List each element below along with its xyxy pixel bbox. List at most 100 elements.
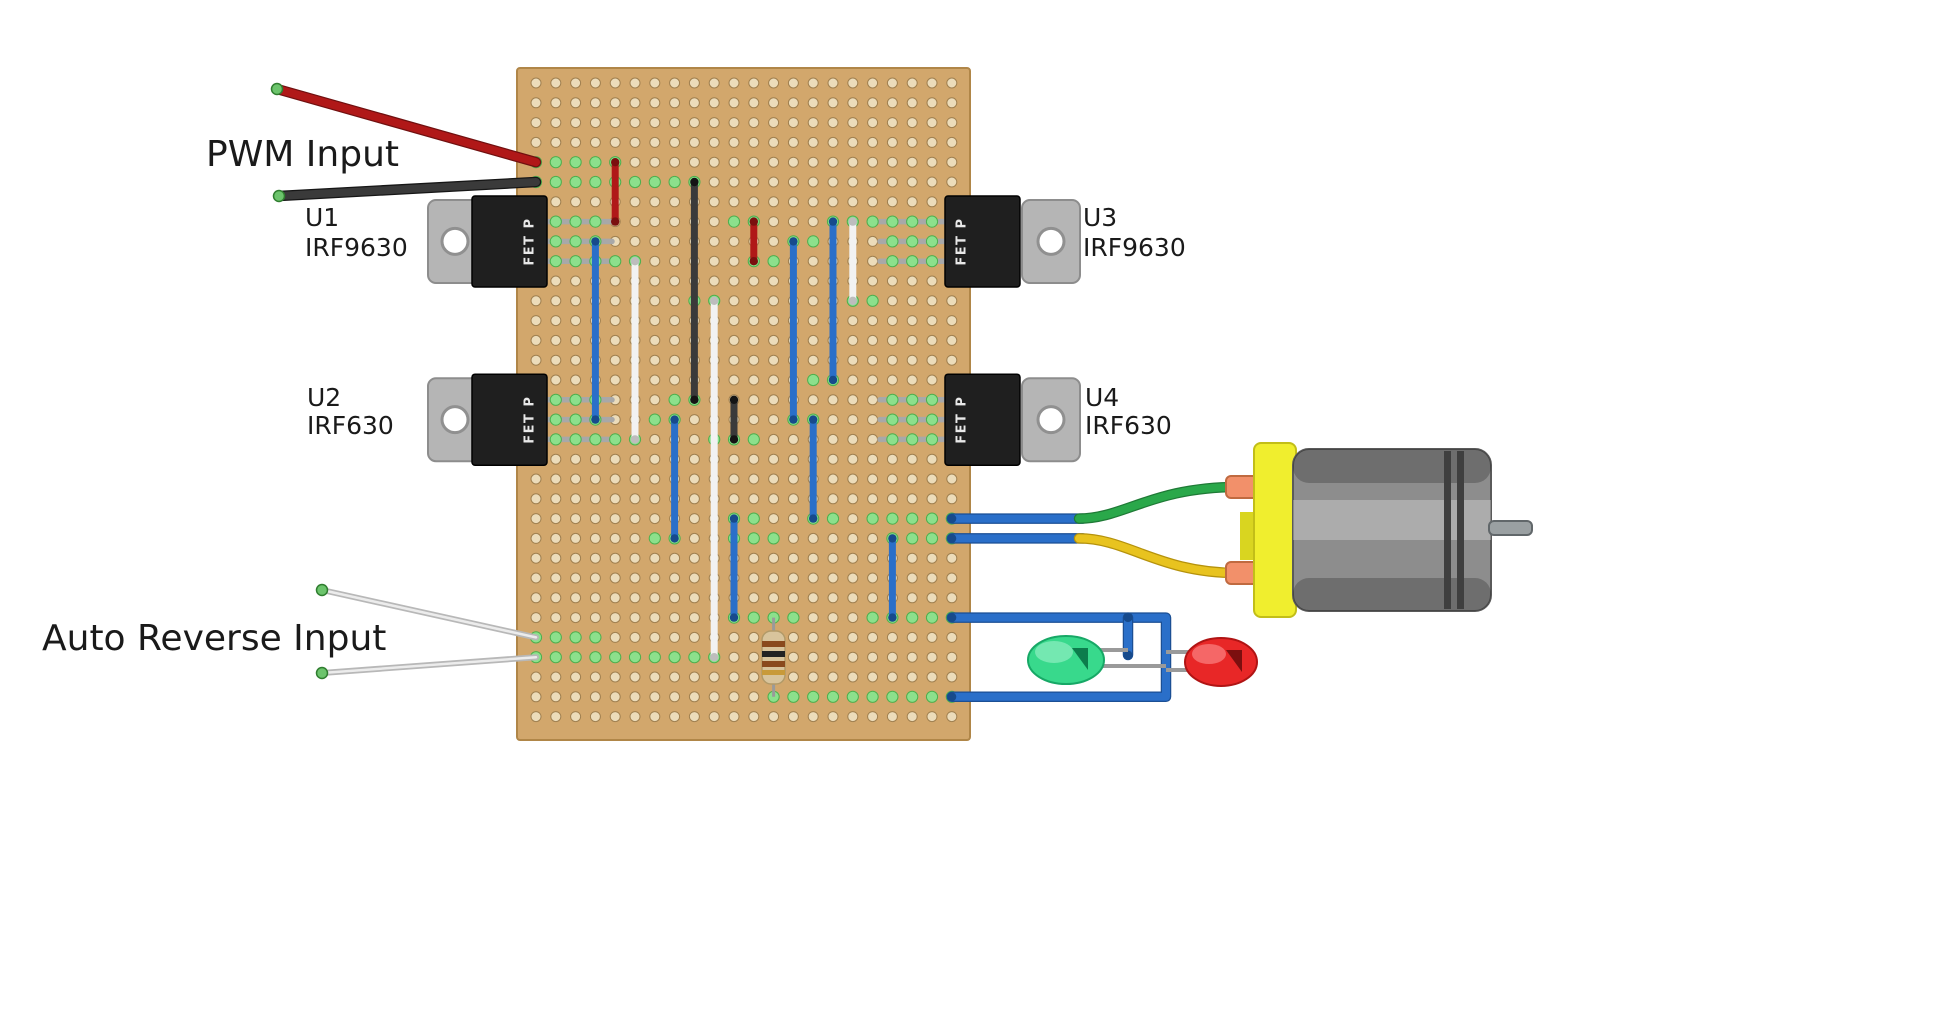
jumpers-layer bbox=[591, 158, 897, 662]
board-hole bbox=[609, 315, 621, 327]
board-hole bbox=[728, 235, 740, 247]
led-wire-blue-stub[interactable] bbox=[1122, 612, 1134, 661]
connection-dot bbox=[906, 611, 919, 624]
connection-dot bbox=[925, 433, 939, 446]
jumper-end bbox=[611, 158, 620, 167]
jumper-wire-black[interactable] bbox=[690, 177, 699, 404]
board-hole bbox=[669, 117, 681, 129]
motor-wire-green[interactable] bbox=[1073, 481, 1244, 524]
auto-reverse-wire-1[interactable] bbox=[315, 583, 539, 641]
jumper-wire-blue[interactable] bbox=[888, 534, 897, 622]
connection-dot bbox=[549, 255, 562, 268]
led-green[interactable] bbox=[1027, 635, 1166, 685]
board-hole bbox=[649, 691, 661, 703]
resistor-band-1 bbox=[762, 641, 785, 647]
jumper-wire-blue[interactable] bbox=[670, 415, 679, 543]
board-hole bbox=[827, 493, 839, 505]
resistor[interactable] bbox=[761, 617, 786, 697]
board-hole bbox=[768, 235, 780, 247]
board-hole bbox=[649, 334, 661, 346]
wires-layer bbox=[270, 82, 1244, 703]
board-hole bbox=[926, 156, 938, 168]
connection-dot bbox=[906, 235, 919, 248]
board-hole bbox=[688, 612, 700, 624]
fet-label: FET P bbox=[523, 396, 538, 444]
board-hole bbox=[926, 453, 938, 465]
connection-dot bbox=[925, 690, 939, 703]
jumper-wire-red[interactable] bbox=[611, 158, 620, 226]
motor-wire-blue-2[interactable] bbox=[946, 533, 1089, 544]
board-hole bbox=[926, 572, 938, 584]
connection-dot bbox=[906, 532, 919, 545]
board-hole bbox=[748, 592, 760, 604]
board-hole bbox=[926, 631, 938, 643]
board-hole bbox=[748, 453, 760, 465]
jumper-wire-blue[interactable] bbox=[789, 237, 798, 424]
board-hole bbox=[708, 711, 720, 723]
jumper-wire-white[interactable] bbox=[848, 217, 857, 305]
board-hole bbox=[629, 631, 641, 643]
board-hole bbox=[649, 216, 661, 228]
connection-dot bbox=[866, 215, 879, 228]
pwm-red-wire[interactable] bbox=[270, 82, 542, 168]
jumper-wire-black[interactable] bbox=[729, 395, 739, 444]
connection-dot bbox=[886, 215, 899, 228]
jumper-end bbox=[729, 613, 739, 622]
board-hole bbox=[906, 473, 918, 485]
board-hole bbox=[926, 117, 938, 129]
board-hole bbox=[748, 334, 760, 346]
led-red[interactable] bbox=[1166, 637, 1258, 687]
jumper-wire-white[interactable] bbox=[710, 296, 719, 662]
board-hole bbox=[748, 156, 760, 168]
board-hole bbox=[847, 671, 859, 683]
pwm-black-wire[interactable] bbox=[272, 176, 542, 203]
jumper-wire-blue[interactable] bbox=[729, 514, 739, 622]
jumper-wire-red[interactable] bbox=[749, 217, 758, 266]
board-hole bbox=[847, 572, 859, 584]
board-hole bbox=[867, 453, 879, 465]
board-hole bbox=[847, 612, 859, 624]
jumper-wire-blue[interactable] bbox=[809, 415, 818, 523]
board-hole bbox=[669, 592, 681, 604]
board-hole bbox=[728, 334, 740, 346]
connection-dot bbox=[906, 255, 919, 268]
board-hole bbox=[609, 117, 621, 129]
board-hole bbox=[570, 552, 582, 564]
board-hole bbox=[629, 691, 641, 703]
board-hole bbox=[669, 156, 681, 168]
board-hole bbox=[867, 631, 879, 643]
board-hole bbox=[570, 97, 582, 109]
jumper-wire-white[interactable] bbox=[630, 257, 640, 444]
board-hole bbox=[649, 374, 661, 386]
transistor-u3[interactable]: FET P bbox=[877, 195, 1081, 288]
board-hole bbox=[807, 572, 819, 584]
board-hole bbox=[926, 77, 938, 89]
motor-wire-blue-1[interactable] bbox=[946, 513, 1089, 524]
board-hole bbox=[570, 334, 582, 346]
board-hole bbox=[847, 592, 859, 604]
auto-reverse-wire-2[interactable] bbox=[315, 654, 539, 680]
jumper-wire-blue[interactable] bbox=[591, 237, 600, 424]
dc-motor[interactable] bbox=[1225, 442, 1533, 618]
board-hole bbox=[906, 136, 918, 148]
board-hole bbox=[827, 552, 839, 564]
board-hole bbox=[787, 671, 799, 683]
transistor-u4[interactable]: FET P bbox=[877, 373, 1081, 466]
board-hole bbox=[550, 572, 562, 584]
board-hole bbox=[728, 631, 740, 643]
led-wire-blue-loop[interactable] bbox=[946, 612, 1172, 703]
board-hole bbox=[669, 136, 681, 148]
board-hole bbox=[609, 77, 621, 89]
jumper-end bbox=[809, 415, 818, 424]
board-hole bbox=[847, 433, 859, 445]
board-hole bbox=[768, 374, 780, 386]
jumper-wire-blue[interactable] bbox=[828, 217, 838, 385]
board-hole bbox=[926, 671, 938, 683]
board-hole bbox=[748, 414, 760, 426]
motor-wire-yellow[interactable] bbox=[1073, 533, 1244, 579]
board-hole bbox=[886, 136, 898, 148]
board-hole bbox=[570, 315, 582, 327]
board-hole bbox=[688, 532, 700, 544]
jumper-end bbox=[789, 415, 798, 424]
board-hole bbox=[946, 572, 958, 584]
